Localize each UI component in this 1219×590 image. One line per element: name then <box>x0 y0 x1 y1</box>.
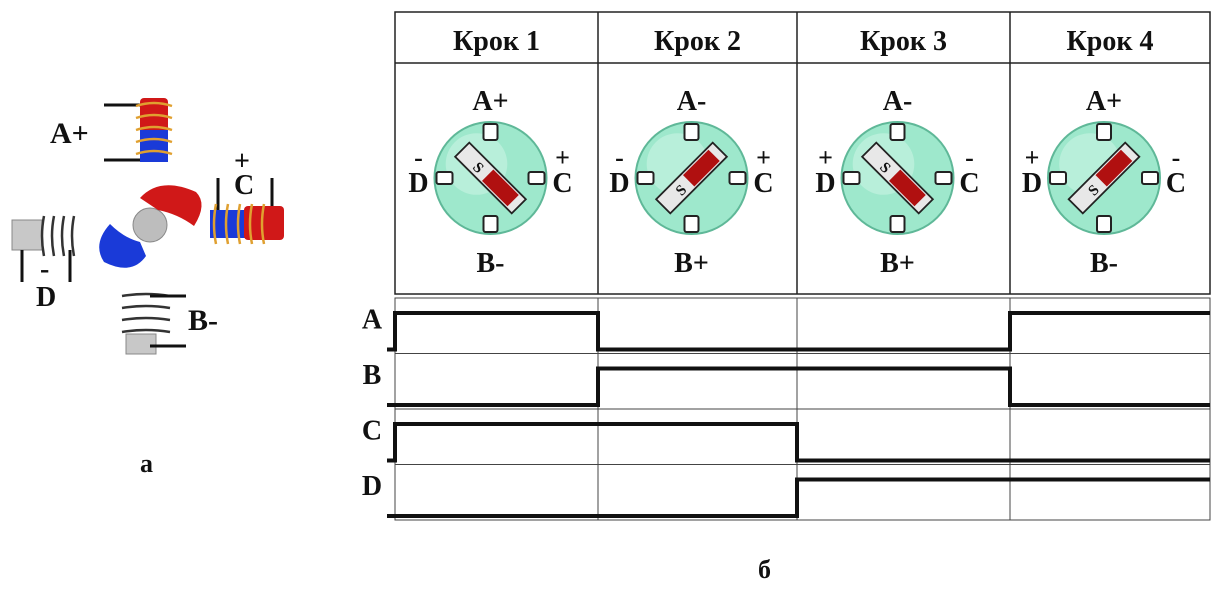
pole-label-right: C <box>552 168 572 199</box>
signal-label: D <box>362 471 382 502</box>
coil-d-sign: - <box>40 254 49 285</box>
coil-d-label: D <box>36 282 56 313</box>
pole-label-bottom: B+ <box>880 248 915 279</box>
coil-a <box>104 98 173 162</box>
step-header: Крок 1 <box>453 26 540 57</box>
step-header: Крок 3 <box>860 26 947 57</box>
pole-label-bottom: B- <box>477 248 505 279</box>
rotor-magnet <box>99 185 202 268</box>
pole-sign-left: + <box>1025 143 1040 172</box>
step-4: Крок 4 S A+ B- +D -C <box>1022 26 1186 279</box>
pole-notch <box>1096 215 1112 233</box>
pole-label-right: C <box>1166 168 1186 199</box>
signal-C: C <box>362 416 1210 463</box>
signal-A: A <box>362 305 1210 352</box>
pole-sign-left: + <box>818 143 833 172</box>
pole-notch <box>728 171 747 185</box>
pole-label-left: D <box>1022 168 1042 199</box>
pole-notch <box>435 171 454 185</box>
pole-label-bottom: B+ <box>674 248 709 279</box>
signal-B: B <box>363 360 1210 407</box>
pole-notch <box>1141 171 1159 185</box>
coil-c <box>210 178 284 245</box>
step-header: Крок 2 <box>654 26 741 57</box>
pole-sign-left: - <box>414 143 423 172</box>
pole-notch <box>482 215 499 233</box>
caption-b: б <box>758 555 771 584</box>
coil-a-label: A+ <box>50 117 89 150</box>
pole-notch <box>889 123 906 141</box>
step-1: Крок 1 S A+ B- -D +C <box>408 26 572 279</box>
pole-label-left: D <box>408 168 428 199</box>
rotor-needle: S <box>453 141 528 215</box>
pole-notch <box>1096 123 1112 141</box>
rotor-needle: S <box>860 141 935 215</box>
pole-sign-right: + <box>555 143 570 172</box>
pole-label-left: D <box>609 168 629 199</box>
pole-notch <box>842 171 861 185</box>
coil-b <box>121 292 186 355</box>
pole-notch <box>683 215 700 233</box>
step-2: Крок 2 S A- B+ -D +C <box>609 26 773 279</box>
pole-label-top: A- <box>677 86 707 117</box>
signal-label: A <box>362 305 383 336</box>
coil-b-label: B- <box>188 304 218 337</box>
pole-sign-right: - <box>965 143 974 172</box>
pole-sign-right: - <box>1172 143 1181 172</box>
pole-notch <box>482 123 499 141</box>
pole-label-right: C <box>753 168 773 199</box>
signal-waveform <box>387 477 1210 518</box>
pole-notch <box>683 123 700 141</box>
pole-notch <box>636 171 655 185</box>
pole-label-top: A- <box>883 86 913 117</box>
pole-label-top: A+ <box>472 86 508 117</box>
signal-label: C <box>362 416 382 447</box>
pole-label-left: D <box>815 168 835 199</box>
pole-sign-right: + <box>756 143 771 172</box>
pole-label-top: A+ <box>1086 86 1122 117</box>
coil-c-label: C <box>234 170 254 201</box>
pole-notch <box>889 215 906 233</box>
signal-waveform <box>387 311 1210 352</box>
signal-waveform <box>387 422 1210 463</box>
motor-schematic: A+ + C <box>11 98 284 355</box>
signal-label: B <box>363 360 382 391</box>
coil-c-sign: + <box>234 146 250 177</box>
caption-a: а <box>140 449 153 478</box>
pole-notch <box>527 171 546 185</box>
pole-notch <box>1049 171 1067 185</box>
step-header: Крок 4 <box>1066 26 1153 57</box>
pole-label-right: C <box>959 168 979 199</box>
rotor-needle: S <box>1067 141 1141 215</box>
signal-waveform <box>387 366 1210 407</box>
pole-label-bottom: B- <box>1090 248 1118 279</box>
coil-d <box>11 215 76 282</box>
step-3: Крок 3 S A- B+ +D -C <box>815 26 979 279</box>
pole-sign-left: - <box>615 143 624 172</box>
pole-notch <box>934 171 953 185</box>
rotor-needle: S <box>654 141 729 215</box>
signal-D: D <box>362 471 1210 518</box>
